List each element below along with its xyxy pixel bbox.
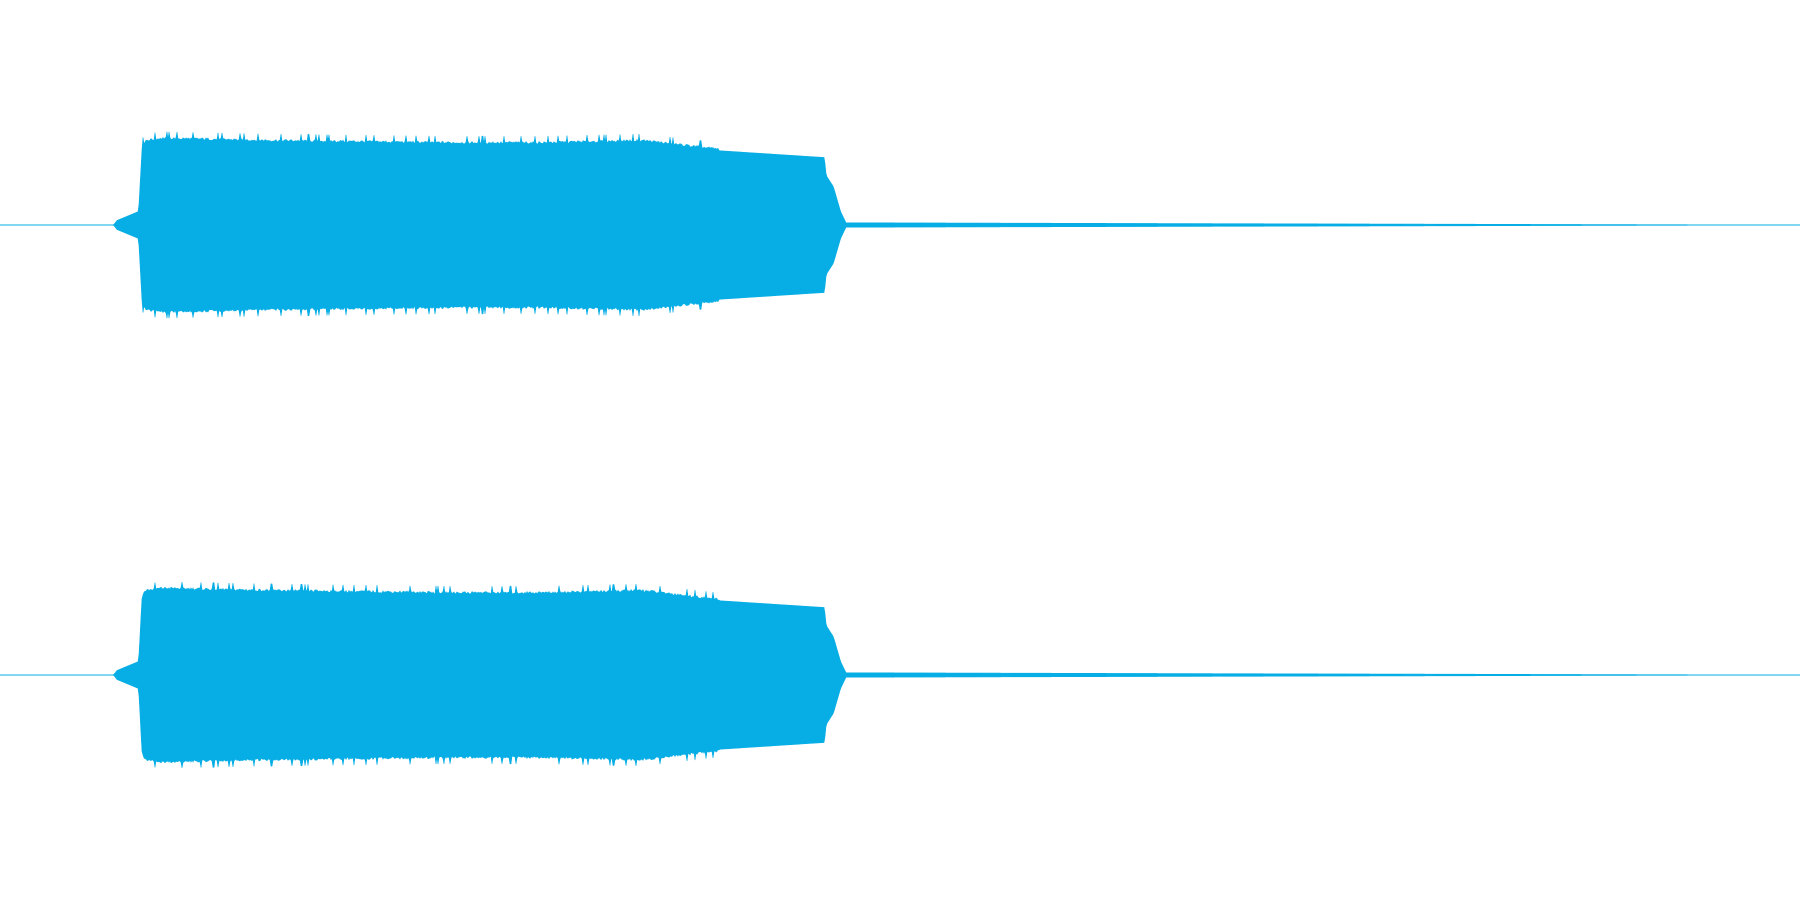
channel-2-waveform <box>0 581 1800 769</box>
channel-2 <box>0 581 1800 769</box>
channel-layer <box>0 131 1800 769</box>
channel-1 <box>0 131 1800 319</box>
channel-1-waveform <box>0 131 1800 319</box>
